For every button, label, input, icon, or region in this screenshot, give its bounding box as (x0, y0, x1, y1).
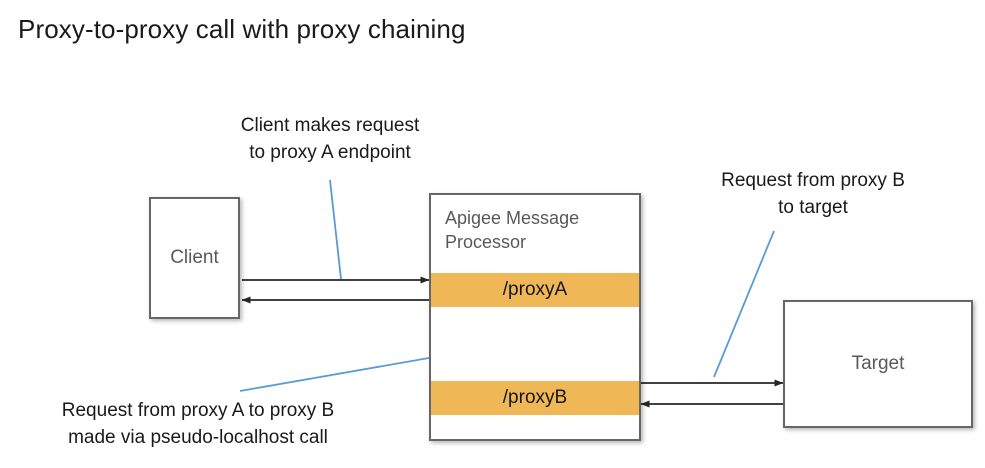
message-processor-title: Apigee Message Processor (445, 208, 580, 252)
node-apigee-message-processor[interactable]: Apigee Message Processor /proxyA /proxyB (429, 193, 641, 441)
node-target-label: Target (851, 353, 905, 374)
proxy-a-band[interactable]: /proxyA (431, 273, 639, 307)
node-target[interactable]: Target (783, 300, 973, 428)
annotation-client-request: Client makes request to proxy A endpoint (240, 115, 420, 163)
proxy-b-band[interactable]: /proxyB (431, 381, 639, 415)
annotation-proxya-to-proxyb: Request from proxy A to proxy B made via… (61, 400, 335, 448)
node-client-label: Client (170, 247, 219, 268)
node-client[interactable]: Client (149, 197, 240, 319)
leader-line-client-request (329, 179, 342, 280)
annotation-proxyb-to-target: Request from proxy B to target (721, 170, 905, 218)
leader-line-proxyb-target (713, 230, 775, 378)
page-title: Proxy-to-proxy call with proxy chaining (18, 14, 466, 44)
